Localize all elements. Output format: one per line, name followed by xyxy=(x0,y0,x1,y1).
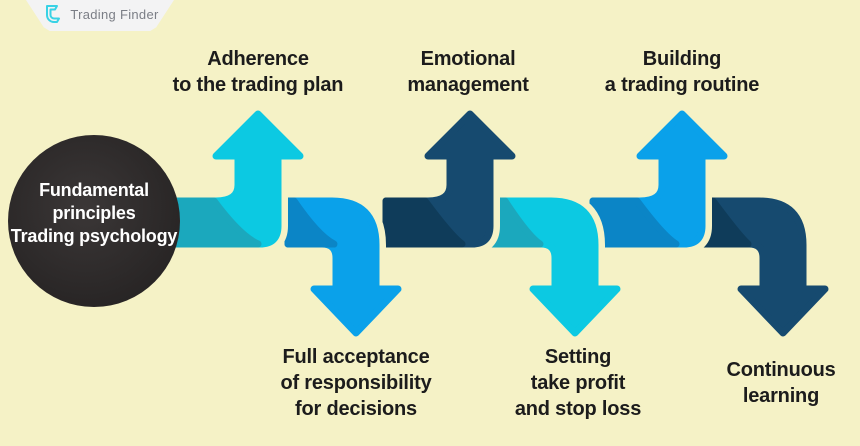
ribbon-segment-emotional-management xyxy=(376,104,522,254)
principle-label-adherence: Adherence to the trading plan xyxy=(172,48,344,96)
hub-circle xyxy=(8,135,180,307)
tc-monogram-icon xyxy=(46,5,61,23)
ribbon-segment-continuous-learning xyxy=(688,191,835,343)
brand-badge: Trading Finder xyxy=(26,0,174,31)
principle-label-building-routine: Building a trading routine xyxy=(604,48,760,96)
ribbon-segment-building-routine xyxy=(583,104,734,254)
principle-label-continuous-learning: Continuous learning xyxy=(726,359,836,407)
principle-label-responsibility: Full acceptance of responsibility for de… xyxy=(280,346,432,420)
segment-shade xyxy=(589,197,680,248)
hub-label: Fundamental principles Trading psycholog… xyxy=(10,180,178,246)
principle-label-emotional-management: Emotional management xyxy=(407,48,529,96)
principle-label-take-profit: Setting take profit and stop loss xyxy=(514,346,642,420)
ribbon-segment-responsibility xyxy=(278,191,408,343)
brand-name: Trading Finder xyxy=(70,6,159,22)
segment-shade xyxy=(382,197,466,248)
segment-shade xyxy=(284,197,338,248)
